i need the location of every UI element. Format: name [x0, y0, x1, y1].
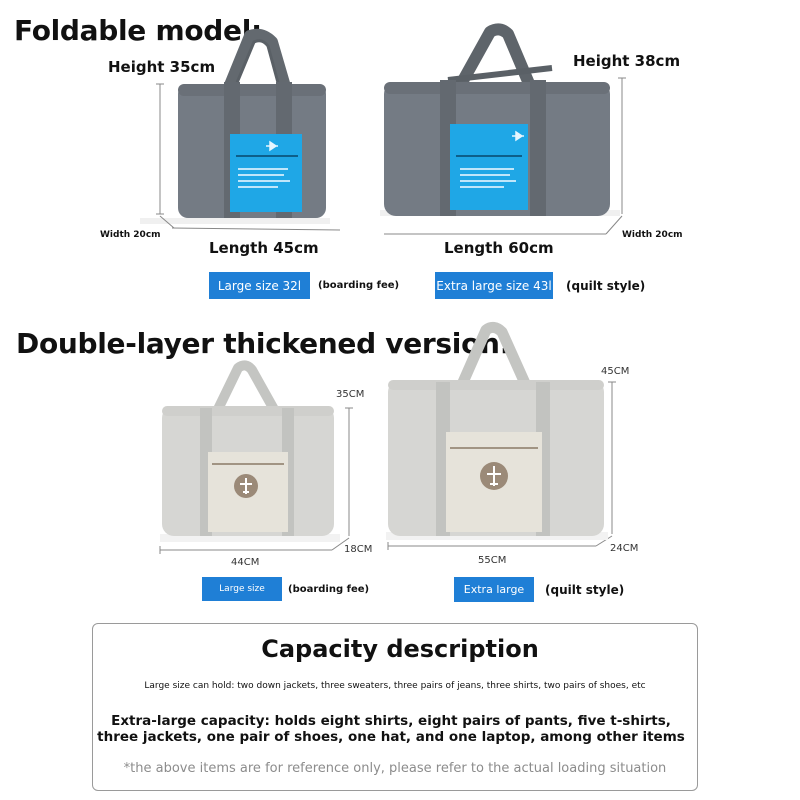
foldable-large-width: Width 20cm: [100, 230, 161, 240]
foldable-large-size-tag: Large size 32l: [209, 272, 310, 299]
foldable-xlarge-width: Width 20cm: [622, 230, 683, 240]
foldable-large-note: (boarding fee): [318, 280, 400, 291]
capacity-box: [92, 623, 698, 791]
foldable-large-height: Height 35cm: [108, 58, 216, 76]
airplane-icon: [512, 130, 524, 142]
double-layer-large-length: 44CM: [231, 557, 260, 568]
capacity-xlarge-text: Extra-large capacity: holds eight shirts…: [97, 713, 685, 745]
double-layer-large-note: (boarding fee): [288, 584, 370, 595]
foldable-large-bag-image: [140, 28, 330, 224]
airplane-icon: [266, 140, 278, 152]
double-layer-large-size-tag: Large size: [202, 577, 282, 601]
foldable-section-title: Foldable model:: [14, 14, 262, 47]
airplane-icon: [240, 478, 252, 494]
foldable-xlarge-length: Length 60cm: [444, 239, 554, 257]
double-layer-xlarge-length: 55CM: [478, 555, 507, 566]
foldable-xlarge-bag-image: [380, 23, 620, 216]
foldable-xlarge-height: Height 38cm: [573, 52, 681, 70]
double-layer-xlarge-note: (quilt style): [545, 583, 625, 597]
double-layer-large-width: 18CM: [344, 544, 373, 555]
foldable-xlarge-size-tag: Extra large size 43l: [435, 272, 553, 299]
capacity-large-text: Large size can hold: two down jackets, t…: [144, 681, 646, 691]
double-layer-xlarge-width: 24CM: [610, 543, 639, 554]
airplane-icon: [487, 466, 501, 486]
double-layer-large-height: 35CM: [336, 389, 365, 400]
capacity-reference-note: *the above items are for reference only,…: [123, 761, 667, 776]
double-layer-large-bag-image: [160, 360, 340, 542]
foldable-xlarge-note: (quilt style): [566, 279, 646, 293]
double-layer-xlarge-size-tag: Extra large: [454, 577, 534, 602]
double-layer-section-title: Double-layer thickened version:: [16, 327, 511, 360]
double-layer-xlarge-height: 45CM: [601, 366, 630, 377]
capacity-title: Capacity description: [261, 635, 539, 663]
foldable-large-length: Length 45cm: [209, 239, 319, 257]
double-layer-xlarge-bag-image: [386, 321, 608, 540]
